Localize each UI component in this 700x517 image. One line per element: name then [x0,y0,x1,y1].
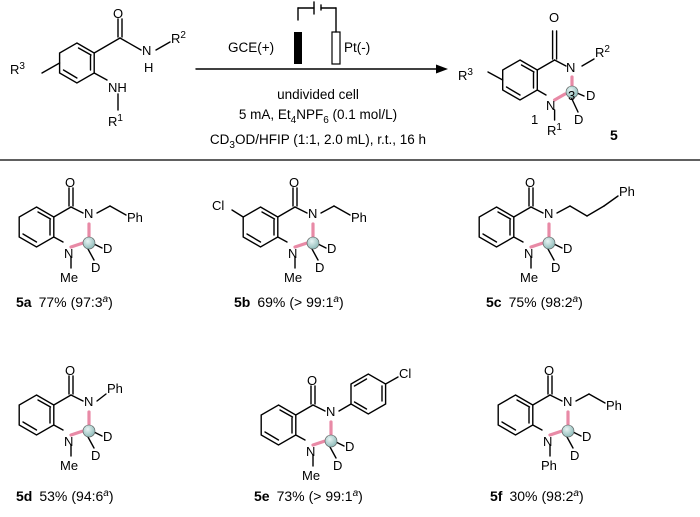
product-5d-oxygen: O [65,363,75,378]
condition-line-1: undivided cell [277,87,359,102]
product-locant-1: 1 [531,112,538,127]
product-5d-structure [18,375,107,457]
cathode-electrode [331,31,341,65]
product-5f-n1: N [543,434,552,449]
product-structure [487,30,595,121]
product-5a-me: Me [60,270,78,285]
product-locant-3: 3 [568,88,575,103]
reactant-r1: R1 [108,113,123,129]
product-5c-ph: Ph [619,184,635,199]
reactant-structure [41,18,171,111]
product-5a-n3: N [84,206,93,221]
product-5b-n3: N [308,206,317,221]
product-5f-ph-n1: Ph [541,458,557,473]
product-r2: R2 [595,44,610,60]
product-oxygen: O [549,10,559,25]
product-5c-n1: N [524,246,533,261]
product-5c-me: Me [520,270,538,285]
condition-line-2: 5 mA, Et4NPF6 (0.1 mol/L) [239,107,397,126]
product-5e-d2: D [333,458,342,473]
product-n1: N [546,98,555,113]
product-5f-oxygen: O [544,363,554,378]
deuterated-carbon-icon [82,236,96,250]
product-5b-n1: N [288,246,297,261]
product-5b-d1: D [327,241,336,256]
product-5e-n1: N [306,444,315,459]
product-5a-structure [18,187,127,269]
reactant-r3: R3 [10,61,25,77]
product-5f-structure [497,375,606,457]
deuterated-carbon-icon [82,424,96,438]
product-compound-label: 5 [610,127,618,143]
condition-line-3: CD3OD/HFIP (1:1, 2.0 mL), r.t., 16 h [210,132,426,151]
product-5b-ph: Ph [351,210,367,225]
product-5a-d1: D [103,241,112,256]
product-5b-d2: D [315,260,324,275]
product-5a-oxygen: O [65,175,75,190]
product-5f-d1: D [582,429,591,444]
deuterated-carbon-icon [561,424,575,438]
product-5f-ph-benzyl: Ph [606,398,622,413]
product-5a-n1: N [64,246,73,261]
product-5f-d2: D [570,448,579,463]
reactant-r2: R2 [171,30,186,46]
reactant-amide-n: N [142,43,151,58]
reactant-amine-nh: NH [108,80,127,95]
product-5c-oxygen: O [525,175,535,190]
product-5d-n3: N [84,394,93,409]
product-5c-structure [478,187,619,269]
deuterated-carbon-icon [324,434,338,448]
product-5c-n3: N [544,206,553,221]
product-deuterium-1: D [586,88,595,103]
product-5d-me: Me [60,458,78,473]
product-5e-n3: N [326,404,335,419]
product-5b-structure [231,187,351,269]
product-5d-n1: N [64,434,73,449]
product-5b-oxygen: O [289,175,299,190]
deuterated-carbon-icon [565,85,579,99]
product-5a-ph: Ph [127,210,143,225]
product-5e-structure [260,373,399,467]
product-5c-d1: D [563,241,572,256]
product-5d-d1: D [103,429,112,444]
product-5b-cl: Cl [212,198,224,213]
reactant-oxygen: O [113,6,123,21]
product-5a-d2: D [91,260,100,275]
deuterated-carbon-icon [542,236,556,250]
product-5e-oxygen: O [307,373,317,388]
electrode-setup-icon [294,1,341,65]
anode-label: GCE(+) [228,40,274,55]
reaction-arrowhead [436,64,448,74]
product-deuterium-2: D [574,112,583,127]
product-r1: R1 [547,122,562,138]
product-5f-n3: N [563,394,572,409]
reactant-amide-h: H [144,60,153,75]
product-5d-ph: Ph [107,381,123,396]
product-n3: N [566,60,575,75]
product-5b-me: Me [284,270,302,285]
cathode-label: Pt(-) [344,40,370,55]
anode-electrode [294,32,302,64]
product-5e-me: Me [302,468,320,483]
product-r3: R3 [458,67,473,83]
product-5e-d1: D [345,439,354,454]
product-5e-cl: Cl [399,366,411,381]
product-5c-d2: D [551,260,560,275]
deuterated-carbon-icon [306,236,320,250]
product-5d-d2: D [91,448,100,463]
